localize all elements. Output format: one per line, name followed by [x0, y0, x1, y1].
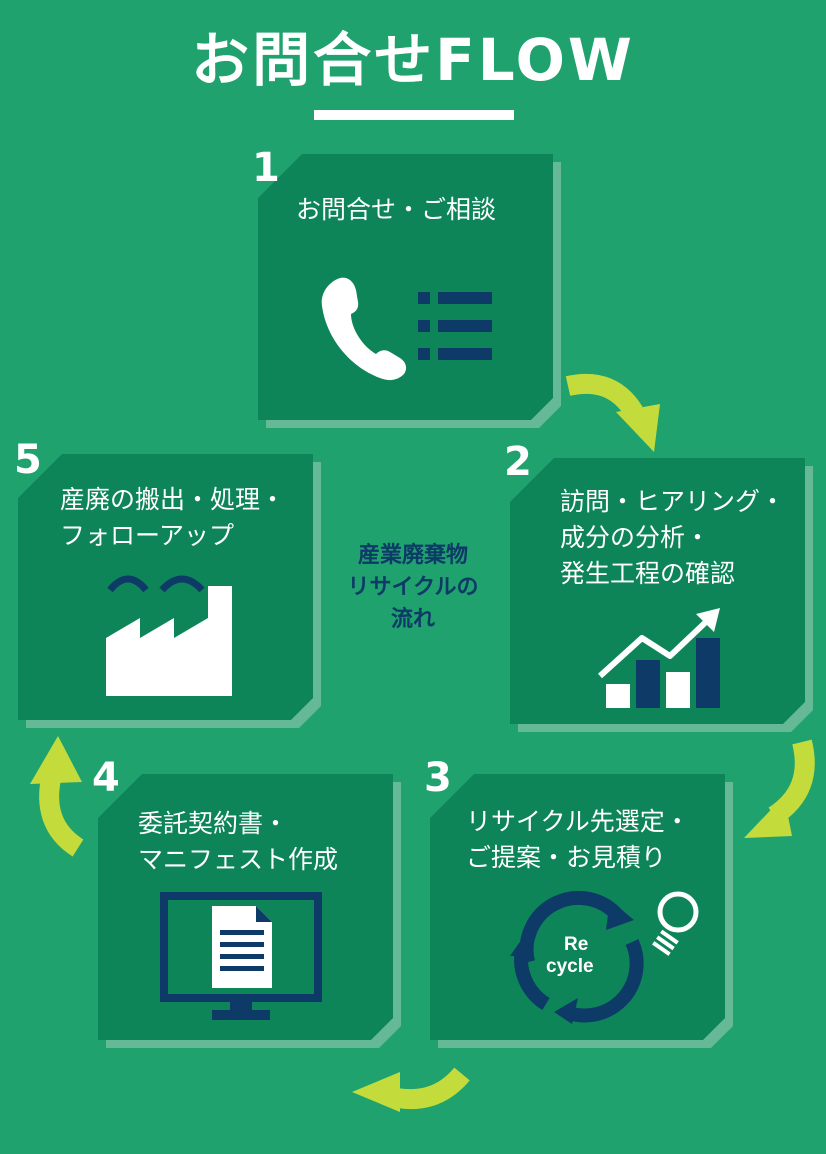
arrow-3-to-4-icon	[352, 1067, 470, 1112]
step-card-3	[430, 774, 725, 1040]
factory-icon	[106, 575, 232, 696]
center-label: 産業廃棄物 リサイクルの 流れ	[347, 543, 479, 632]
step-label-5: 産廃の搬出・処理・ フォローアップ	[60, 485, 286, 550]
monitor-document-icon	[160, 892, 322, 1020]
step-number-3: 3	[424, 755, 452, 801]
recycle-icon: Re cycle	[510, 890, 699, 1024]
step-label-2: 訪問・ヒアリング・ 成分の分析・ 発生工程の確認	[560, 487, 786, 588]
recycle-text-re: Re	[564, 934, 588, 955]
title-underline	[314, 110, 514, 120]
step-number-1: 1	[252, 145, 280, 191]
step-label-3: リサイクル先選定・ ご提案・お見積り	[466, 807, 690, 872]
step-label-4: 委託契約書・ マニフェスト作成	[138, 809, 339, 874]
arrow-2-to-3-icon	[744, 739, 815, 838]
step-number-4: 4	[92, 755, 120, 801]
arrow-4-to-5-icon	[30, 736, 84, 857]
step-number-5: 5	[14, 437, 42, 483]
page-title: お問合せFLOW	[191, 26, 635, 94]
arrow-1-to-2-icon	[565, 373, 660, 452]
step-number-2: 2	[504, 439, 532, 485]
recycle-text-cycle: cycle	[546, 956, 594, 977]
step-card-1	[258, 154, 553, 420]
phone-list-icon	[321, 277, 492, 381]
growth-chart-icon	[597, 608, 720, 708]
step-label-1: お問合せ・ご相談	[296, 195, 497, 224]
